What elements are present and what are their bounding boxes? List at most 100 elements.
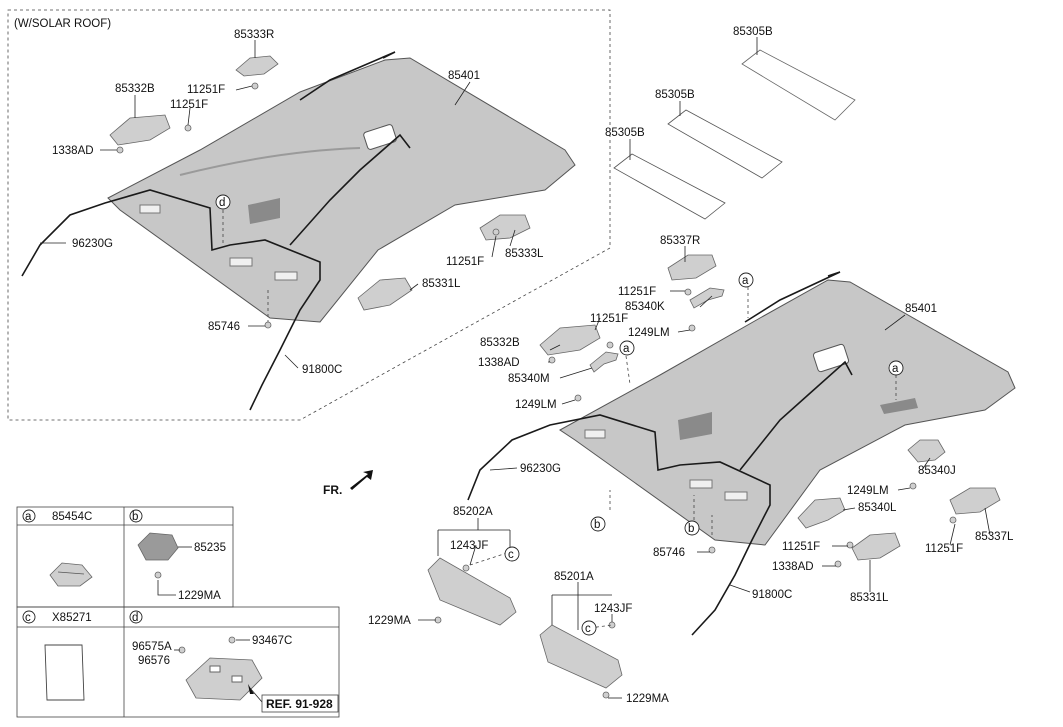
solar-clip-11251f-icon (184, 124, 192, 132)
svg-text:REF. 91-928: REF. 91-928 (266, 697, 333, 711)
label-85337r: 85337R (660, 235, 700, 247)
label-91800c: 91800C (302, 364, 342, 376)
solar-bracket-85333r[interactable] (235, 55, 279, 77)
label-11251f: 11251F (925, 543, 963, 555)
clip-11251f-icon (684, 288, 692, 296)
label-1249lm: 1249LM (847, 485, 889, 497)
label-85332b: 85332B (480, 337, 520, 349)
clip-1338ad-icon (834, 560, 842, 568)
svg-text:b: b (132, 511, 138, 523)
svg-text:96575A: 96575A (132, 641, 172, 653)
variant-label: (W/SOLAR ROOF) (14, 18, 111, 30)
bracket-85332b[interactable] (539, 324, 601, 356)
bolt-1229ma-icon (602, 691, 610, 699)
label-85305b: 85305B (605, 127, 645, 139)
solar-clip-11251f-icon (251, 82, 259, 90)
label-1338ad: 1338AD (52, 145, 94, 157)
label-85340k: 85340K (625, 301, 665, 313)
label-85333l: 85333L (505, 248, 544, 260)
label-11251f: 11251F (782, 541, 820, 553)
label-85202a: 85202A (453, 506, 493, 518)
svg-text:a: a (892, 363, 899, 375)
clip-11251f-icon (949, 516, 957, 524)
label-96230g: 96230G (520, 463, 561, 475)
callout-d[interactable]: d (215, 194, 231, 210)
svg-text:85235: 85235 (194, 542, 226, 554)
sun-visor-85202a[interactable] (427, 557, 517, 626)
legend-cell-c[interactable]: c X85271 (22, 610, 92, 701)
solar-bracket-85333l[interactable] (479, 214, 531, 241)
svg-text:1229MA: 1229MA (178, 590, 221, 602)
label-96230g: 96230G (72, 238, 113, 250)
callout-c[interactable]: c (581, 620, 597, 636)
panel-85305b[interactable] (613, 153, 726, 220)
callout-a[interactable]: a (888, 360, 904, 376)
legend-cell-d[interactable]: d 93467C 96575A 96576 (129, 610, 292, 703)
panel-85305b[interactable] (741, 49, 856, 121)
label-1338ad: 1338AD (772, 561, 814, 573)
svg-text:a: a (623, 343, 630, 355)
bolt-1249lm-icon (909, 482, 917, 490)
label-11251f: 11251F (187, 84, 225, 96)
panel-85305b[interactable] (667, 109, 783, 179)
svg-text:b: b (688, 523, 694, 535)
callout-a[interactable]: a (619, 340, 635, 356)
label-11251f: 11251F (170, 99, 208, 111)
bolt-1249lm-icon (574, 394, 582, 402)
svg-text:d: d (132, 612, 138, 624)
wiring-96230g[interactable] (467, 414, 771, 636)
label-85746: 85746 (653, 547, 685, 559)
handle-85340k[interactable] (689, 287, 725, 309)
sun-visor-85201a[interactable] (539, 624, 623, 689)
label-85201a: 85201A (554, 571, 594, 583)
label-11251f: 11251F (590, 313, 628, 325)
solar-clip-11251f-icon (492, 228, 500, 236)
solar-clip-85746-icon (264, 321, 272, 329)
solar-wiring-96230g[interactable] (21, 189, 321, 411)
label-1243jf: 1243JF (450, 540, 488, 552)
wiring-91800c[interactable] (739, 271, 853, 471)
label-85340l: 85340L (858, 502, 897, 514)
clip-11251f-icon (606, 341, 614, 349)
bolt-1243jf-icon (462, 564, 470, 572)
svg-text:c: c (25, 612, 31, 624)
ref-91-928-link[interactable]: REF. 91-928 (261, 694, 339, 713)
label-85332b: 85332B (115, 83, 155, 95)
svg-text:c: c (508, 549, 514, 561)
solar-bracket-85332b[interactable] (109, 114, 171, 146)
legend-cell-a[interactable]: a 85454C (22, 509, 93, 587)
svg-text:96576: 96576 (138, 655, 170, 667)
clip-11251f-icon (846, 541, 854, 549)
callout-b[interactable]: b (590, 516, 606, 532)
legend-cell-b[interactable]: b 85235 1229MA (129, 509, 226, 602)
solar-wiring-91800c[interactable] (289, 51, 411, 246)
bracket-85337l[interactable] (949, 487, 1001, 515)
front-direction-indicator: FR. (323, 470, 373, 497)
label-85305b: 85305B (655, 89, 695, 101)
callout-b[interactable]: b (684, 520, 700, 536)
bracket-85337r[interactable] (667, 254, 717, 281)
label-1249lm: 1249LM (515, 399, 557, 411)
solar-headliner-85401[interactable] (107, 57, 576, 323)
label-85337l: 85337L (975, 531, 1014, 543)
handle-85340l[interactable] (797, 497, 846, 529)
solar-bracket-85331l[interactable] (357, 277, 413, 311)
callout-c[interactable]: c (504, 546, 520, 562)
label-85331l: 85331L (850, 592, 889, 604)
handle-85340j[interactable] (907, 439, 946, 463)
label-85305b: 85305B (733, 26, 773, 38)
label-85331l: 85331L (422, 278, 461, 290)
legend-table (16, 506, 340, 718)
bracket-85331l[interactable] (851, 532, 901, 561)
label-85746: 85746 (208, 321, 240, 333)
label-1338ad: 1338AD (478, 357, 520, 369)
callout-a[interactable]: a (738, 272, 754, 288)
svg-text:c: c (585, 623, 591, 635)
bolt-1249lm-icon (688, 324, 696, 332)
svg-text:a: a (742, 275, 749, 287)
label-11251f: 11251F (446, 256, 484, 268)
handle-85340m[interactable] (589, 351, 619, 373)
label-85340m: 85340M (508, 373, 550, 385)
solar-clip-1338ad-icon (116, 146, 124, 154)
